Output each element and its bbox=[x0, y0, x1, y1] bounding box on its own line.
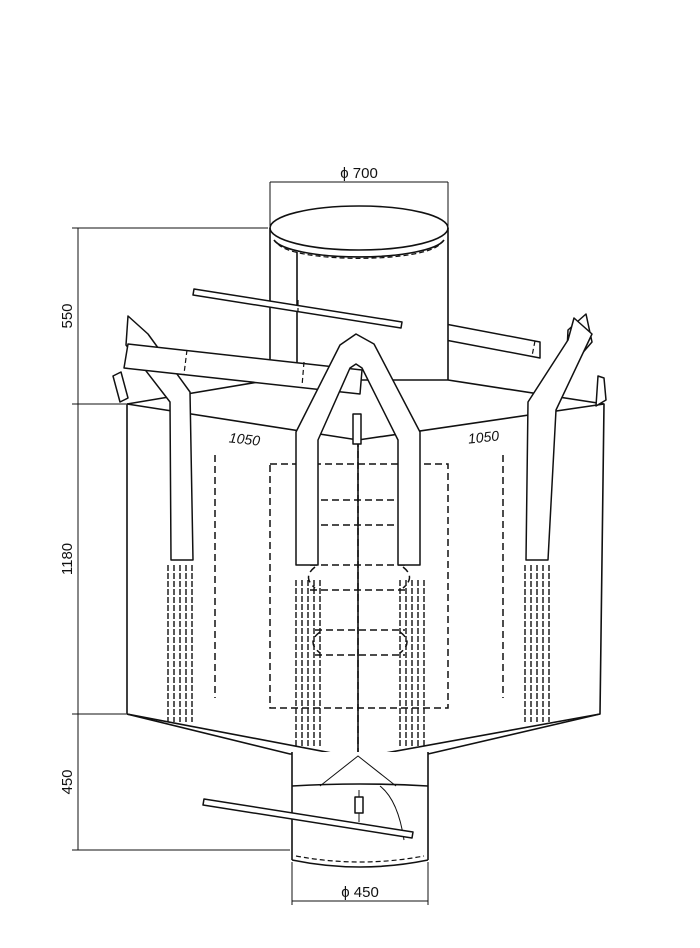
top-spout-diameter-label: ϕ 700 bbox=[340, 165, 378, 182]
bottom-tie-string bbox=[202, 798, 414, 839]
body-height-label: 1180 bbox=[59, 543, 76, 575]
bottom-spout-height-label: 450 bbox=[59, 769, 76, 794]
top-tie-string bbox=[192, 288, 403, 329]
sewing-lines bbox=[167, 565, 550, 748]
top-spout-height-label: 550 bbox=[59, 303, 76, 328]
bottom-spout-diameter-label: ϕ 450 bbox=[341, 884, 379, 901]
bottom-spout bbox=[291, 752, 429, 868]
right-panel-width-label: 1050 bbox=[467, 427, 500, 446]
left-panel-width-label: 1050 bbox=[228, 429, 261, 448]
loop-belts bbox=[112, 315, 607, 566]
dimension-lines bbox=[72, 181, 449, 905]
